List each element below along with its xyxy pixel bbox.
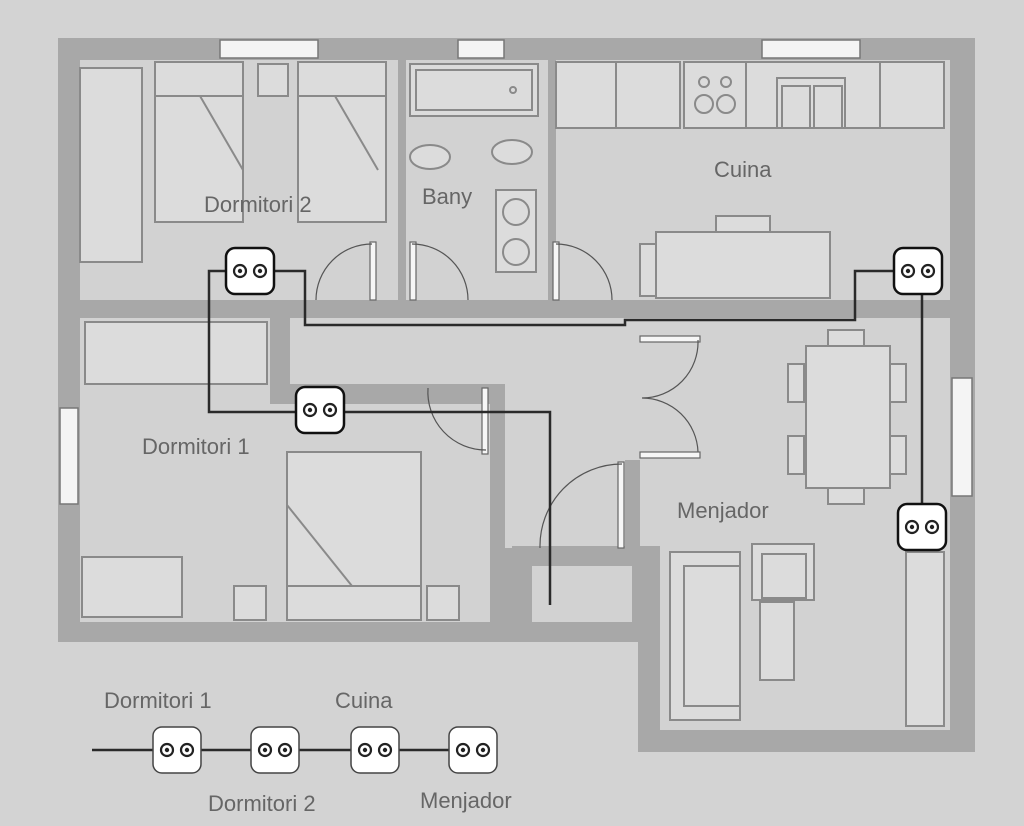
room-label-cuina: Cuina [714,157,772,182]
socket-dormitori2 [224,246,276,296]
room-label-menjador: Menjador [677,498,769,523]
socket-cuina [892,246,944,296]
wiring [207,269,924,605]
kitchen-furniture [555,61,945,299]
legend-socket-3 [350,726,400,774]
legend-label-menjador: Menjador [420,788,512,813]
socket-menjador [896,502,948,552]
legend-label-dormitori1: Dormitori 1 [104,688,212,713]
legend-socket-4 [448,726,498,774]
legend-label-cuina: Cuina [335,688,393,713]
room-label-dormitori2: Dormitori 2 [204,192,312,217]
socket-dormitori1 [294,385,346,435]
windows [59,39,973,505]
room-label-bany: Bany [422,184,472,209]
legend-label-dormitori2: Dormitori 2 [208,791,316,816]
dormitori1-furniture [81,321,460,621]
bathroom-fixtures [409,63,539,273]
doors [315,241,701,549]
dining-living-furniture [669,329,945,727]
dormitori2-furniture [79,61,387,263]
legend: Dormitori 1 Dormitori 2 Cuina Menjador [92,688,512,816]
room-label-dormitori1: Dormitori 1 [142,434,250,459]
legend-socket-1 [152,726,202,774]
legend-socket-2 [250,726,300,774]
